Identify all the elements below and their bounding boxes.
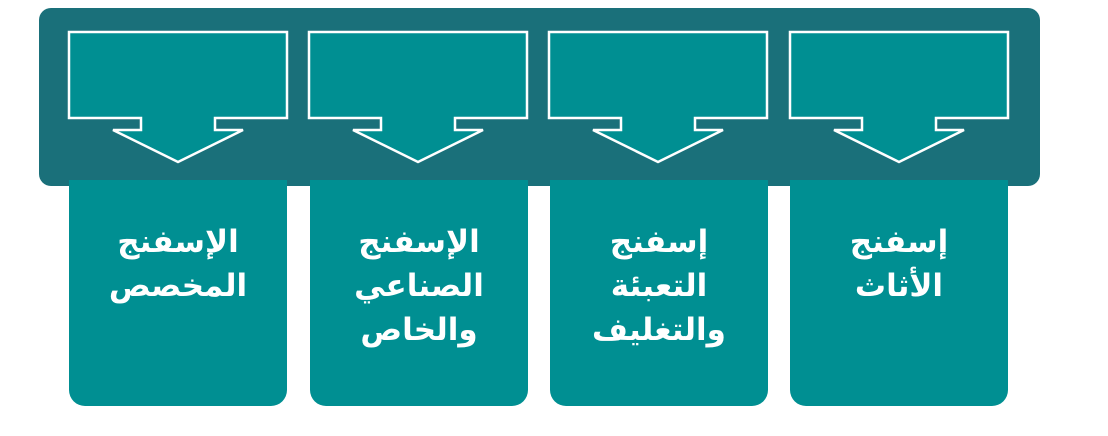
card-industrial-foam: الإسفنج الصناعي والخاص	[310, 180, 528, 406]
card-label: إسفنج التعبئة والتغليف	[592, 224, 726, 348]
callout-arrow-box	[67, 30, 289, 166]
card-label: إسفنج الأثاث	[849, 224, 949, 304]
card-label: الإسفنج المخصص	[108, 224, 248, 304]
card-label: الإسفنج الصناعي والخاص	[354, 224, 484, 348]
callout-arrow-box	[547, 30, 769, 166]
card-furniture-foam: إسفنج الأثاث	[790, 180, 1008, 406]
card-packaging-foam: إسفنج التعبئة والتغليف	[550, 180, 768, 406]
callout-arrow-box	[307, 30, 529, 166]
card-custom-foam: الإسفنج المخصص	[69, 180, 287, 406]
callout-arrow-box	[788, 30, 1010, 166]
